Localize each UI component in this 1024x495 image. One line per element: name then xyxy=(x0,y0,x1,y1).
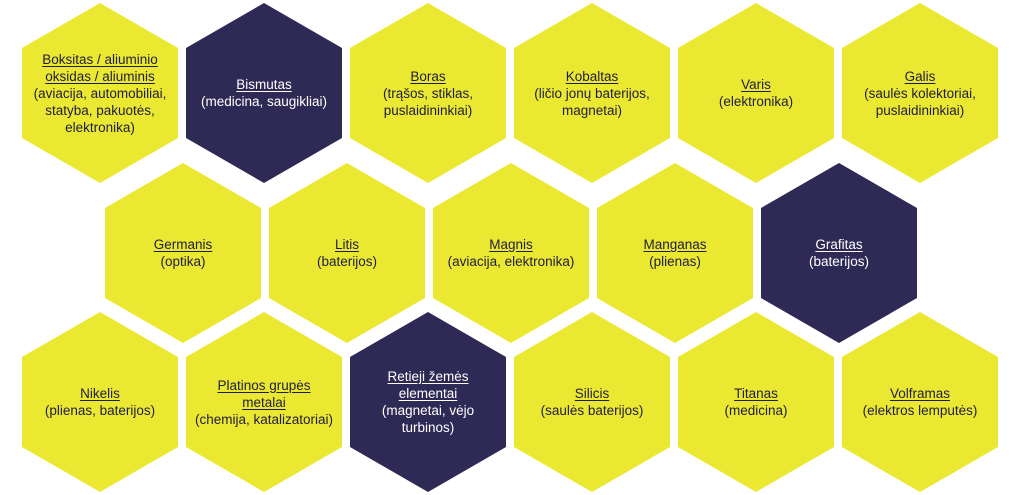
hex-cell: Magnis (aviacija, elektronika) xyxy=(433,163,589,343)
hex-cell: Retieji žemės elementai(magnetai, vėjo t… xyxy=(350,312,506,492)
hex-cell: Platinos grupės metalai(chemija, kataliz… xyxy=(186,312,342,492)
element-name: Boras xyxy=(410,68,446,84)
hex-label: Grafitas (baterijos) xyxy=(809,236,869,270)
hex-label: Manganas (plienas) xyxy=(643,236,706,270)
hex-cell: Litis (baterijos) xyxy=(269,163,425,343)
hex-cell: Silicis (saulės baterijos) xyxy=(514,312,670,492)
element-name: Silicis xyxy=(574,386,610,401)
element-name: Manganas xyxy=(643,237,707,252)
element-name: Boksitas / aliuminio oksidas / aliuminis xyxy=(42,51,158,84)
element-use: (baterijos) xyxy=(808,254,870,269)
element-use: (saulės baterijos) xyxy=(540,403,644,418)
element-use: (plienas, baterijos) xyxy=(44,403,156,418)
element-name: Volframas xyxy=(889,386,950,401)
element-name: Titanas xyxy=(734,386,778,401)
element-use: (magnetai, vėjo turbinos) xyxy=(381,403,475,435)
hex-cell: Volframas (elektros lemputės) xyxy=(842,312,998,492)
element-name: Bismutas xyxy=(236,77,292,92)
element-use: (medicina, saugikliai) xyxy=(200,94,328,109)
element-use: (ličio jonų baterijos, magnetai) xyxy=(534,85,650,118)
hex-label: Kobaltas(ličio jonų baterijos, magnetai) xyxy=(522,68,662,119)
hex-cell: Boksitas / aliuminio oksidas / aliuminis… xyxy=(22,3,178,183)
hex-cell: Nikelis (plienas, baterijos) xyxy=(22,312,178,492)
element-use: (trąšos, stiklas, puslaidininkiai) xyxy=(382,85,474,118)
hex-cell: Grafitas (baterijos) xyxy=(761,163,917,343)
hex-label: Litis (baterijos) xyxy=(317,236,377,270)
element-name: Nikelis xyxy=(80,386,120,401)
element-name: Grafitas xyxy=(815,237,863,252)
element-use: (plienas) xyxy=(649,254,701,269)
hex-label: Varis (elektronika) xyxy=(719,76,793,110)
element-name: Platinos grupės metalai xyxy=(217,377,311,410)
element-name: Litis xyxy=(334,237,359,252)
hex-cell: Bismutas (medicina, saugikliai) xyxy=(186,3,342,183)
hex-cell: Varis (elektronika) xyxy=(678,3,834,183)
hex-label: Silicis (saulės baterijos) xyxy=(541,385,644,419)
hex-label: Bismutas (medicina, saugikliai) xyxy=(201,76,327,110)
hex-label: Nikelis (plienas, baterijos) xyxy=(45,385,155,419)
element-name: Varis xyxy=(741,77,771,92)
element-use: (optika) xyxy=(160,254,206,269)
hex-cell: Kobaltas(ličio jonų baterijos, magnetai) xyxy=(514,3,670,183)
hex-label: Galis(saulės kolektoriai, puslaidininkia… xyxy=(850,68,990,119)
hex-label: Volframas (elektros lemputės) xyxy=(863,385,978,419)
hex-label: Germanis (optika) xyxy=(154,236,213,270)
element-name: Magnis xyxy=(489,237,533,252)
hex-cell: Titanas (medicina) xyxy=(678,312,834,492)
hex-label: Titanas (medicina) xyxy=(724,385,787,419)
hex-label: Boksitas / aliuminio oksidas / aliuminis… xyxy=(30,51,170,136)
hex-label: Platinos grupės metalai(chemija, kataliz… xyxy=(194,377,334,428)
hex-label: Magnis (aviacija, elektronika) xyxy=(448,236,575,270)
element-use: (chemija, katalizatoriai) xyxy=(194,411,334,427)
element-name: Retieji žemės elementai xyxy=(387,369,469,401)
element-use: (aviacija, elektronika) xyxy=(447,254,575,269)
element-use: (aviacija, automobiliai, statyba, pakuot… xyxy=(33,85,167,135)
element-use: (baterijos) xyxy=(316,254,378,269)
hex-label: Boras(trąšos, stiklas, puslaidininkiai) xyxy=(358,68,498,119)
hex-cell: Boras(trąšos, stiklas, puslaidininkiai) xyxy=(350,3,506,183)
element-use: (saulės kolektoriai, puslaidininkiai) xyxy=(864,85,976,118)
element-name: Galis xyxy=(904,68,936,84)
element-use: (elektros lemputės) xyxy=(862,403,978,418)
hex-cell: Galis(saulės kolektoriai, puslaidininkia… xyxy=(842,3,998,183)
element-use: (elektronika) xyxy=(718,94,794,109)
element-use: (medicina) xyxy=(724,403,788,418)
hex-label: Retieji žemės elementai(magnetai, vėjo t… xyxy=(358,368,498,436)
hex-cell: Germanis (optika) xyxy=(105,163,261,343)
element-name: Kobaltas xyxy=(565,68,619,84)
hex-cell: Manganas (plienas) xyxy=(597,163,753,343)
element-name: Germanis xyxy=(153,237,213,252)
